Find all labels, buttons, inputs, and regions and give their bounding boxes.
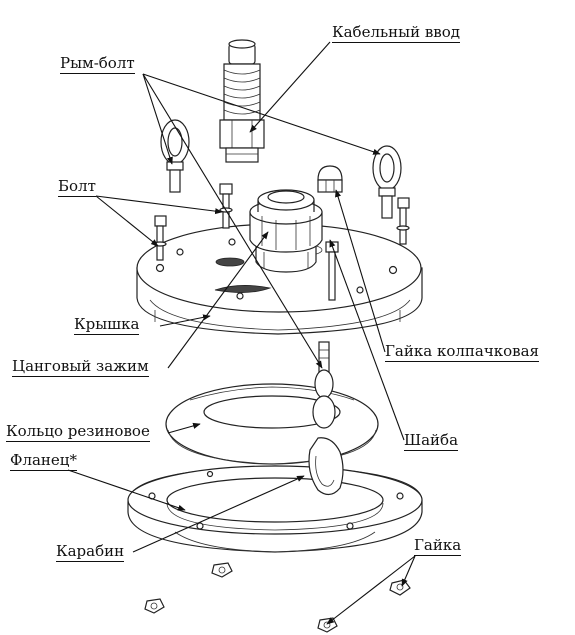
label-cap-nut: Гайка колпачковая xyxy=(385,342,540,362)
label-eye-bolt: Рым-болт xyxy=(60,54,135,74)
label-rubber-ring: Кольцо резиновое xyxy=(6,422,150,442)
leader-lines xyxy=(67,41,416,625)
label-washer: Шайба xyxy=(404,431,459,451)
bolt-1-part xyxy=(219,183,233,229)
flange-part xyxy=(127,465,423,553)
loose-nut-1 xyxy=(211,562,233,578)
bolt-3-part xyxy=(396,197,410,245)
eye-bolt-right-part xyxy=(372,145,402,219)
label-flange: Фланец* xyxy=(10,451,77,471)
label-bolt: Болт xyxy=(58,177,96,197)
loose-nut-4 xyxy=(317,617,338,633)
collet-clamp-part xyxy=(249,189,323,273)
eye-bolt-left-part xyxy=(160,119,190,193)
label-carabiner: Карабин xyxy=(56,542,125,562)
label-nut: Гайка xyxy=(414,536,462,556)
cap-nut-part xyxy=(317,165,343,193)
cable-entry-part xyxy=(219,39,265,163)
label-cable-entry: Кабельный ввод xyxy=(332,23,461,43)
loose-nut-3 xyxy=(389,579,411,596)
label-cover: Крышка xyxy=(74,315,140,335)
label-collet-clamp: Цанговый зажим xyxy=(12,357,149,377)
loose-nut-2 xyxy=(144,598,165,614)
carabiner-part xyxy=(308,341,344,496)
rubber-ring-part xyxy=(165,383,379,465)
